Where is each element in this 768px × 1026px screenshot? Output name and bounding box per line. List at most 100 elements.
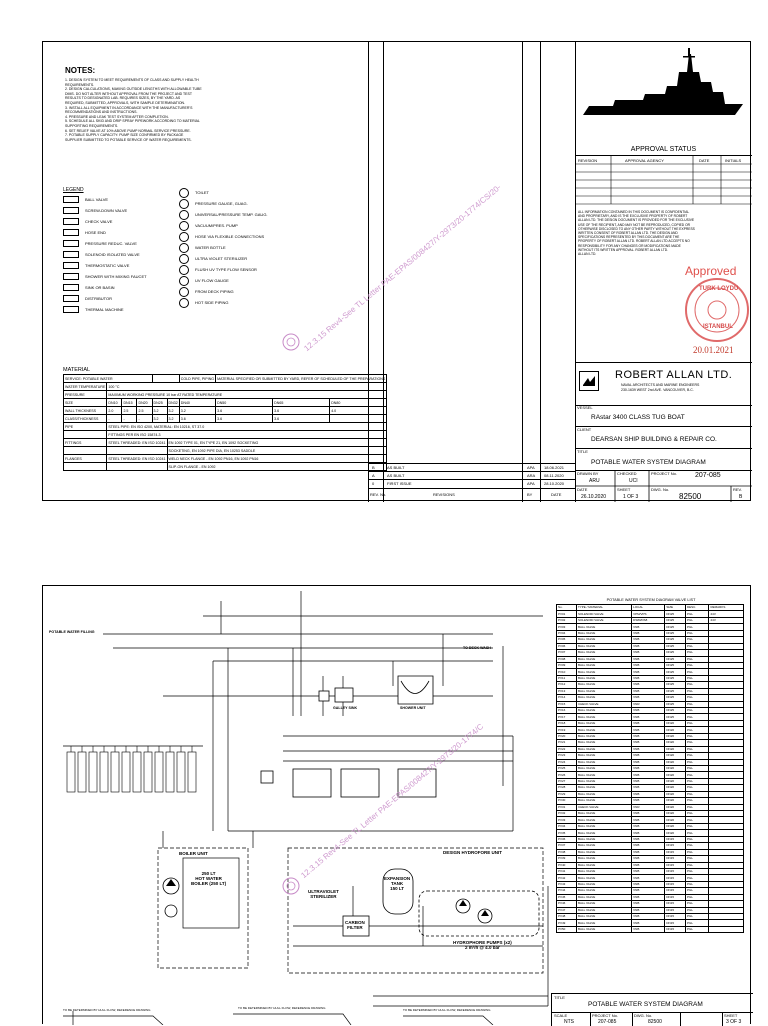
material-cell: DN20 bbox=[136, 398, 153, 407]
material-cell: DN65 bbox=[272, 398, 331, 407]
note-line: SUPPLIER SUBMITTED TO POTABLE SERVICE OF… bbox=[65, 137, 192, 142]
dwg-number: 82500 bbox=[679, 492, 702, 501]
material-header-cell: MATERIAL SPECIFIED OR SUBMITTED BY YARD,… bbox=[215, 374, 388, 383]
note-line: 6. SET RELIEF VALVE AT 10% ABOVE PUMP NO… bbox=[65, 128, 191, 133]
approval-title: APPROVAL STATUS bbox=[630, 146, 697, 153]
legend-item: DISTRIBUTOR bbox=[63, 293, 147, 304]
revision-row-line bbox=[368, 479, 575, 480]
approved-label: Approved bbox=[685, 264, 737, 278]
legend-item: VACUUM/PRES. PUMP bbox=[179, 220, 268, 231]
legend-label: SHOWER WITH MIXING FAUCET bbox=[85, 274, 147, 279]
revision-rev: A bbox=[372, 473, 375, 478]
material-cell: 3.6 bbox=[272, 406, 331, 415]
legend-item: WATER BOTTLE bbox=[179, 242, 268, 253]
info-grid: DRAWN BY ARU CHECKED UCI PROJECT No. 207… bbox=[575, 470, 752, 502]
disclaimer-text: ALL INFORMATION CONTAINED IN THIS DOCUME… bbox=[578, 210, 695, 256]
scale-value: NTS bbox=[564, 1019, 574, 1025]
material-cell: DN32 bbox=[166, 398, 180, 407]
legend-symbol-icon bbox=[179, 220, 189, 231]
disclaimer-line: ALLAN LTD. bbox=[578, 252, 597, 257]
material-cell: 3.2 bbox=[166, 414, 180, 423]
legend-label: SOLENOID ISOLATED VALVE bbox=[85, 252, 140, 257]
note-line: REQUIREMENTS. bbox=[65, 82, 95, 87]
drawing-title-sheet-3: POTABLE WATER SYSTEM DIAGRAM bbox=[588, 1001, 703, 1008]
legend-label: DISTRIBUTOR bbox=[85, 296, 113, 301]
sheet-label: SHEET bbox=[617, 487, 631, 492]
disclaimer-line: ALLAN LTD. THE DESIGN DOCUMENT IS PROVID… bbox=[578, 218, 695, 223]
title-box: TITLE POTABLE WATER SYSTEM DIAGRAM bbox=[575, 448, 752, 471]
legend-item: ULTRA VIOLET STERILIZER bbox=[179, 253, 268, 264]
rev-header-desc: REVISIONS bbox=[433, 492, 455, 497]
valve-cell: PV50 bbox=[556, 925, 577, 934]
wash-basin-unit bbox=[121, 751, 131, 793]
material-cell: 3.2 bbox=[178, 406, 217, 415]
material-cell: 3.6 bbox=[215, 414, 274, 423]
material-cell: WELD NECK FLANGE - EN 1092 PN16, EN 1092… bbox=[166, 454, 388, 463]
material-cell bbox=[62, 462, 108, 471]
wash-basin-unit bbox=[143, 751, 153, 793]
legend-symbol-icon bbox=[179, 264, 189, 275]
legend-symbol-icon bbox=[179, 242, 189, 253]
legend-symbol-icon bbox=[179, 275, 189, 286]
legend-symbol-icon bbox=[179, 231, 189, 242]
material-cell: - bbox=[136, 414, 153, 423]
drawing-sheet-1: NOTES: 1. DESIGN SYSTEM TO MEET REQUIREM… bbox=[42, 41, 752, 502]
tank-note-2: TO BE DETERMINED BY HULL FLOW, REFERENCE… bbox=[238, 1006, 326, 1010]
legend-item: FROM DECK PIPING bbox=[179, 286, 268, 297]
sheet-3-divider bbox=[632, 1012, 633, 1026]
to-deck-label: TO DECK WASH bbox=[463, 646, 491, 650]
stamp-date: 20.01.2021 bbox=[693, 345, 734, 355]
material-cell: STEEL THREADED: EN ISO 10241 bbox=[106, 454, 168, 463]
sheet-value: 1 OF 3 bbox=[623, 494, 639, 500]
legend-item: PRESSURE GAUGE, GUAG. bbox=[179, 198, 268, 209]
material-cell: EN 1092 TYPE 01, EN TYPE 21, EN 1092 SOC… bbox=[166, 438, 388, 447]
disclaimer-line: WRITTEN CONSENT OF ROBERT ALLAN LTD. THE… bbox=[578, 231, 678, 236]
notes-list: 1. DESIGN SYSTEM TO MEET REQUIREMENTS OF… bbox=[65, 78, 202, 142]
rev-label: REV. bbox=[733, 487, 742, 492]
vessel-label: VESSEL bbox=[577, 405, 593, 410]
sheet-3-divider bbox=[722, 1012, 723, 1026]
company-box: ROBERT ALLAN LTD. NAVAL ARCHITECTS AND M… bbox=[575, 362, 752, 406]
wash-basin-unit bbox=[154, 751, 164, 793]
legend-item: SCREW-DOWN VALVE bbox=[63, 205, 147, 216]
legend-label: FLUSH UV TYPE FLOW SENSOR bbox=[195, 267, 257, 272]
material-cell: SOCKETING, EN 1092 PIPE DIA, EN 10253 SA… bbox=[166, 446, 388, 455]
legend-symbol-icon bbox=[63, 273, 79, 280]
revision-date: 08.11.2020 bbox=[544, 473, 564, 478]
expansion-tank-label: EXPANSION TANK 150 LT bbox=[384, 876, 411, 891]
legend-symbol-icon bbox=[179, 253, 189, 264]
project-label: PROJECT No. bbox=[651, 471, 677, 476]
approval-stamp: TURK LOYDU ISTANBUL bbox=[685, 278, 749, 342]
legend-item: HOT SIDE PIPING bbox=[179, 297, 268, 308]
material-cell bbox=[106, 446, 168, 455]
material-row: SLIP-ON FLANGE - EN 1092 bbox=[62, 462, 388, 471]
company-subtitle-1: NAVAL ARCHITECTS AND MARINE ENGINEERS bbox=[621, 383, 700, 387]
note-line: 2. DESIGN CALCULATIONS, MAKING OUTSIDE L… bbox=[65, 87, 202, 92]
legend-label: THERMOSTATIC VALVE bbox=[85, 263, 130, 268]
legend-item: SHOWER WITH MIXING FAUCET bbox=[63, 271, 147, 282]
legend-symbol-icon bbox=[179, 209, 189, 220]
disclaimer-line: ALL INFORMATION CONTAINED IN THIS DOCUME… bbox=[578, 210, 690, 214]
material-cell bbox=[329, 414, 388, 423]
material-cell: - bbox=[121, 414, 138, 423]
column-divider bbox=[540, 42, 541, 502]
legend-item: FLUSH UV TYPE FLOW SENSOR bbox=[179, 264, 268, 275]
material-cell: 2.0 bbox=[106, 406, 123, 415]
legend-label: FROM DECK PIPING bbox=[195, 289, 234, 294]
shower-unit-label: SHOWER UNIT bbox=[400, 706, 426, 710]
date-label: DATE bbox=[577, 487, 588, 492]
vessel-box: VESSEL RAstar 3400 CLASS TUG BOAT bbox=[575, 404, 752, 427]
legend-item: THERMOSTATIC VALVE bbox=[63, 260, 147, 271]
company-name: ROBERT ALLAN LTD. bbox=[615, 369, 733, 381]
legend-item: THERMAL MACHINE bbox=[63, 304, 147, 315]
sheet-3-divider bbox=[680, 1012, 681, 1026]
sheet-3-divider bbox=[590, 1012, 591, 1026]
legend-symbol-icon bbox=[63, 262, 79, 269]
material-cell: PIPE bbox=[62, 422, 108, 431]
